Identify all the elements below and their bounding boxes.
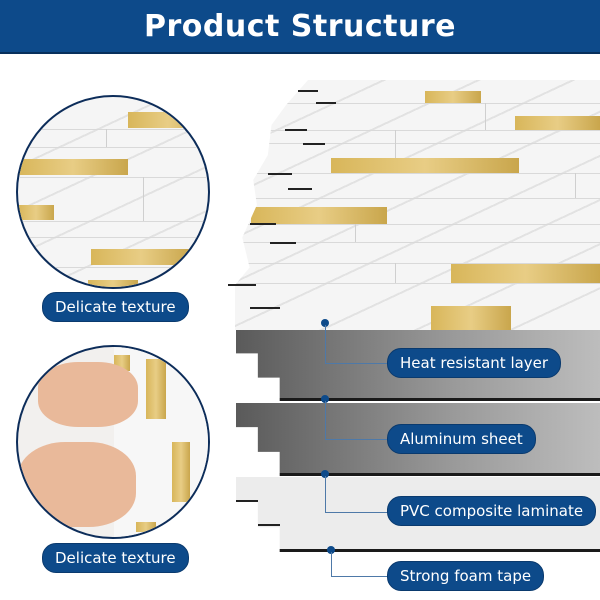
callout-dot-heat [321,319,329,327]
caption-delicate-texture-2: Delicate texture [42,543,189,573]
caption-delicate-texture-1: Delicate texture [42,292,189,322]
label-heat-resistant-layer: Heat resistant layer [387,348,562,378]
hands-peeling-image [16,345,210,539]
hand-lower [18,442,136,527]
label-aluminum-sheet: Aluminum sheet [387,424,536,454]
label-strong-foam-tape: Strong foam tape [387,561,545,591]
page-title: Product Structure [143,8,456,44]
tile-surface-layer [235,80,600,330]
callout-dot-aluminum [321,395,329,403]
header-banner: Product Structure [0,0,600,54]
callout-dot-pvc [321,470,329,478]
hand-upper [38,362,138,427]
label-pvc-composite-laminate: PVC composite laminate [387,496,597,526]
texture-closeup-image [16,95,210,289]
callout-dot-foam [327,546,335,554]
